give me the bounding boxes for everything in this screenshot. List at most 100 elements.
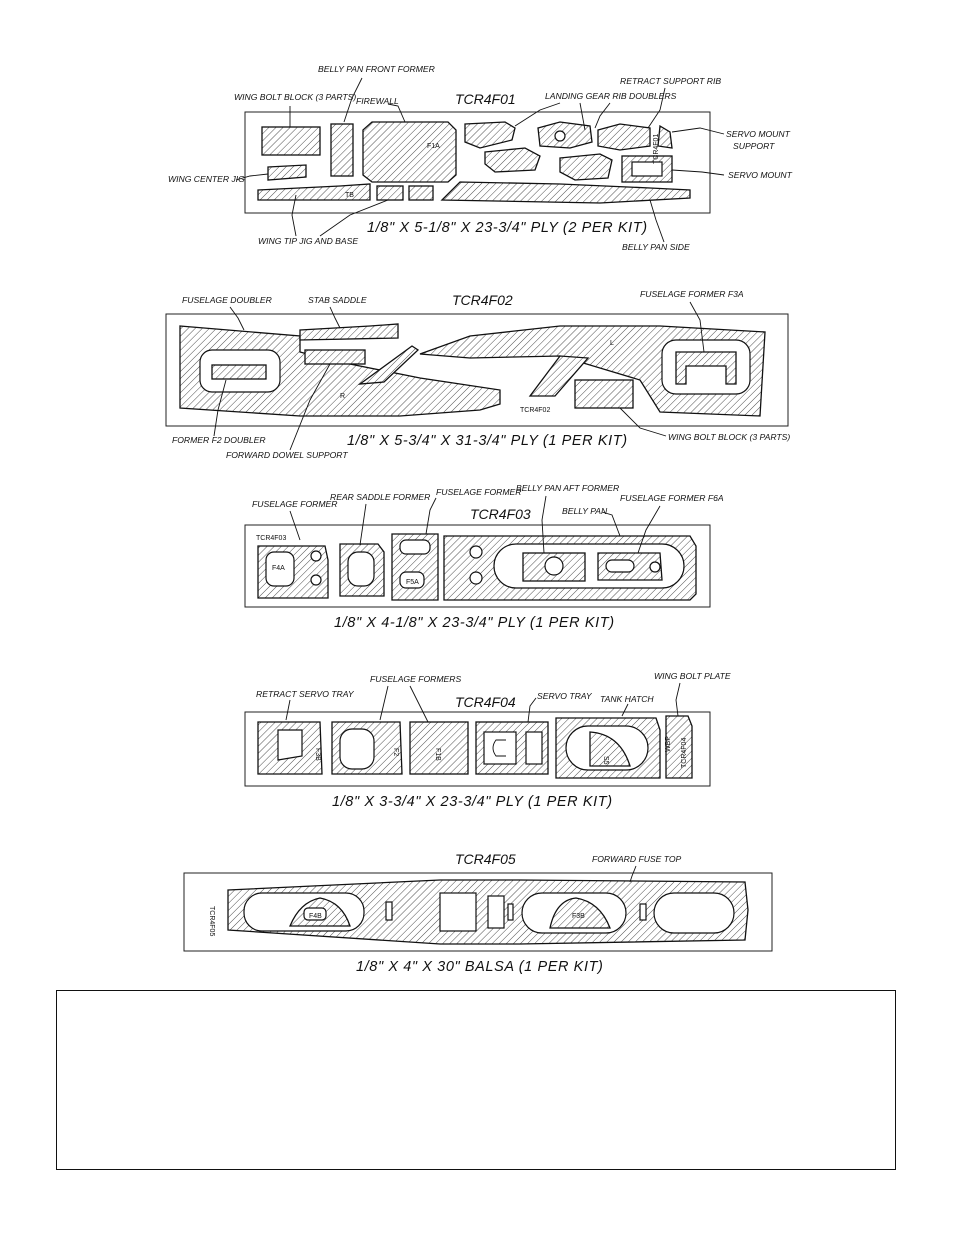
label-landing-gear-rib-doublers: LANDING GEAR RIB DOUBLERS [545,91,677,101]
label-fuselage-former: FUSELAGE FORMER [252,499,337,509]
label-tank-hatch: TANK HATCH [600,694,654,704]
label-forward-dowel-support: FORWARD DOWEL SUPPORT [226,450,348,460]
former-f2-doubler-part [211,364,267,380]
fuse-top-cutout [439,892,477,932]
f2-mark: F2 [392,748,399,756]
landing-gear-rib-doubler-part [484,147,541,173]
fuse-top-slot [639,903,647,921]
s5-mark: S5 [602,756,609,765]
label-retract-support-rib: RETRACT SUPPORT RIB [620,76,721,86]
l-mark: L [610,340,614,347]
leader-line [514,102,561,127]
r-mark: R [340,393,345,400]
f1b-mark: F1B [434,748,441,761]
label-wing-center-jig: WING CENTER JIG [168,174,245,184]
leader-line [329,306,341,329]
label-stab-saddle: STAB SADDLE [308,295,367,305]
sheet-tcr4f05: TCR4F05 TCR4F05 F4B F3B FORWARD FUSE TOP… [183,851,773,975]
fuse-top-slot [385,901,393,921]
sheet-tcr4f01: TCR4F01 F1A TCR4F01 TB BELLY PAN FRONT F… [168,64,793,252]
former-f3b-part [549,897,611,929]
sheet-caption: 1/8" X 5-1/8" X 23-3/4" PLY (2 PER KIT) [367,220,648,236]
saddle-cutout [347,551,375,587]
leader-line [387,103,406,123]
stab-saddle-part [299,323,399,341]
sheet-caption: 1/8" X 4-1/8" X 23-3/4" PLY (1 PER KIT) [334,615,615,631]
label-fuselage-formers: FUSELAGE FORMERS [370,674,461,684]
leader-line [285,699,291,721]
sheet-vertical-id: TCR4F05 [208,906,215,936]
label-former-f2-doubler: FORMER F2 DOUBLER [172,435,266,445]
sheet-vertical-id: TCR4F01 [653,134,660,164]
leader-line [379,685,389,721]
belly-pan-side-part [440,181,691,204]
leader-line [541,495,547,554]
servo-tray-cutout [483,731,517,765]
label-servo-tray: SERVO TRAY [537,691,593,701]
leader-line [637,505,661,554]
servo-tray-hook [492,739,506,757]
sheet-caption: 1/8" X 4" X 30" BALSA (1 PER KIT) [356,959,603,975]
belly-pan-front-former-part [330,123,354,177]
leader-line [594,102,611,129]
sheet-title: TCR4F04 [455,694,516,710]
stab-saddle-strip-part [357,345,420,385]
label-belly-pan-aft-former: BELLY PAN AFT FORMER [516,483,619,493]
leader-line [291,194,297,237]
retract-support-rib-part [597,123,651,151]
f3b-mark: F3B [314,748,321,761]
former-cutout [265,551,295,587]
wing-bolt-plate-part [665,715,693,779]
leader-line [409,685,429,723]
sheet-title: TCR4F05 [455,851,516,867]
label-belly-pan: BELLY PAN [562,506,608,516]
landing-gear-rib-doubler-part [559,153,613,181]
label-fuselage-former: FUSELAGE FORMER [436,487,521,497]
label-wing-bolt-plate: WING BOLT PLATE [654,671,731,681]
leader-line [289,510,301,541]
wing-tip-base-part [376,185,404,201]
fuselage-doubler-part [179,325,501,417]
label-forward-fuse-top: FORWARD FUSE TOP [592,854,682,864]
wing-center-jig-part [267,164,307,181]
f5a-mark: F5A [406,579,419,586]
tank-hatch-part [589,731,631,767]
servo-tray-slot [525,731,543,765]
label-servo-mount: SERVO MOUNT [728,170,793,180]
label-fuselage-former-f6a: FUSELAGE FORMER F6A [620,493,724,503]
leader-line [649,199,665,243]
former-hole [310,574,322,586]
f3b-mark: F3B [572,913,585,920]
label-rear-saddle-former: REAR SADDLE FORMER [330,492,430,502]
sheet-tcr4f03: TCR4F03 TCR4F03 F4A F5A FUSELAGE FORMER … [244,483,724,631]
wing-bolt-block-part [261,126,321,156]
belly-pan-hole [469,545,483,559]
sheet-inner-id: TCR4F02 [520,407,550,414]
leader-line [527,697,537,723]
wing-tip-base-part [408,185,434,201]
fuselage-former-f3a-cutout [661,339,751,395]
fuse-top-cutout [653,892,735,934]
notes-box [56,990,896,1170]
label-fuselage-former-f3a: FUSELAGE FORMER F3A [640,289,744,299]
landing-gear-rib-doubler-part [464,121,516,149]
leader-line [319,199,389,237]
sheet-caption: 1/8" X 3-3/4" X 23-3/4" PLY (1 PER KIT) [332,794,613,810]
servo-cutout [631,161,663,177]
fuse-top-slot [507,903,514,921]
leader-line [671,127,725,135]
leader-line [343,77,363,123]
label-wing-bolt-block: WING BOLT BLOCK (3 PARTS) [234,92,356,102]
leader-line [621,703,629,717]
label-wing-tip-jig-and-base: WING TIP JIG AND BASE [258,236,358,246]
fuselage-former-f3a-part [675,351,737,385]
firewall-part [362,121,457,183]
leader-line [289,363,331,451]
f6a-hole [649,561,661,573]
f1a-mark: F1A [427,143,440,150]
leader-line [601,511,621,537]
leader-line [671,169,725,176]
sheet-vertical-id: TCR4F04 [681,738,688,768]
sheet-title: TCR4F03 [470,506,531,522]
